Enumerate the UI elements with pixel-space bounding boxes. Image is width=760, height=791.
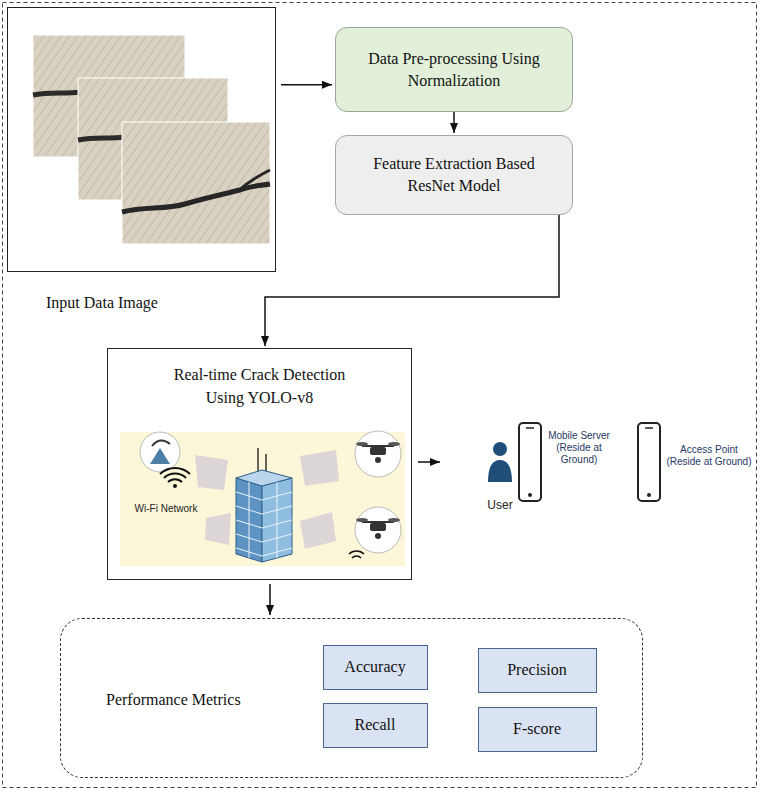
phone-button [528,493,532,497]
metric-box: Recall [323,703,428,748]
beam [195,455,228,490]
drone-badge [355,431,401,477]
network-label: Wi-Fi Network [126,503,206,515]
device-label: Mobile Server (Reside at Ground) [544,430,614,466]
beam [300,512,336,549]
device-label: Access Point (Reside at Ground) [664,444,754,468]
crack-line [33,92,80,95]
node-text: Recall [355,714,396,736]
crack-line [122,184,270,212]
metric-box: Accuracy [323,645,428,690]
flow-arrow [265,215,559,346]
phone-button [647,493,651,497]
flow-arrow [453,112,455,133]
tower-icon [150,448,170,464]
crack-photo [122,122,270,244]
building-grid [236,482,292,558]
metrics-group: Performance Metrics Accuracy PrecisionReca… [60,618,643,778]
node-text: Precision [507,659,567,681]
drone-rotor [356,442,368,446]
node-text: Real-time Crack Detection Using YOLO-v8 [160,363,360,409]
drone-rotor [388,518,400,522]
node-text: Data Pre-processing Using Normalization [354,48,554,92]
wifi-dot [173,484,177,488]
detection-box: Real-time Crack Detection Using YOLO-v8 [107,348,412,580]
tower-dish [152,440,170,446]
outer-frame [3,3,757,788]
input-image-box: Input Data Image [7,7,276,272]
beam [205,513,231,545]
user-head [493,442,507,456]
crack-line [238,170,270,191]
building-roof [236,470,292,486]
wifi-symbol [160,468,190,482]
drone-circle [355,431,401,477]
beam [300,450,339,486]
process-box: Feature Extraction Based ResNet Model [335,135,573,215]
antenna [257,448,259,474]
actor-label: User [484,498,516,512]
drone-rotor [388,442,400,446]
phone-icon [519,423,541,501]
phone-icon [638,423,660,501]
flow-arrow [281,84,332,86]
flow-arrow [269,584,271,615]
output-arrow [418,461,440,463]
node-text: Performance Metrics [106,689,241,711]
node-text: Feature Extraction Based ResNet Model [354,153,554,197]
metric-box: F-score [478,707,597,752]
phone-speaker [526,427,534,429]
drone-body [370,523,386,531]
process-box: Data Pre-processing Using Normalization [335,27,573,112]
drone-arm [362,445,394,447]
node-text: F-score [513,718,561,740]
drone-camera [375,533,381,539]
drone-circle [355,507,401,553]
wifi-symbol [349,551,364,558]
node-text: Input Data Image [46,292,158,314]
drone-rotor [356,518,368,522]
drone-camera [375,457,381,463]
drone-body [370,447,386,455]
node-text: Accuracy [344,656,405,678]
metric-box: Precision [478,648,597,693]
drone-badge [355,507,401,553]
user-body [488,460,512,482]
phone-speaker [645,427,653,429]
scene-panel [120,432,405,566]
crack-line [78,137,124,140]
drone-arm [362,521,394,523]
tower-badge [140,432,180,472]
